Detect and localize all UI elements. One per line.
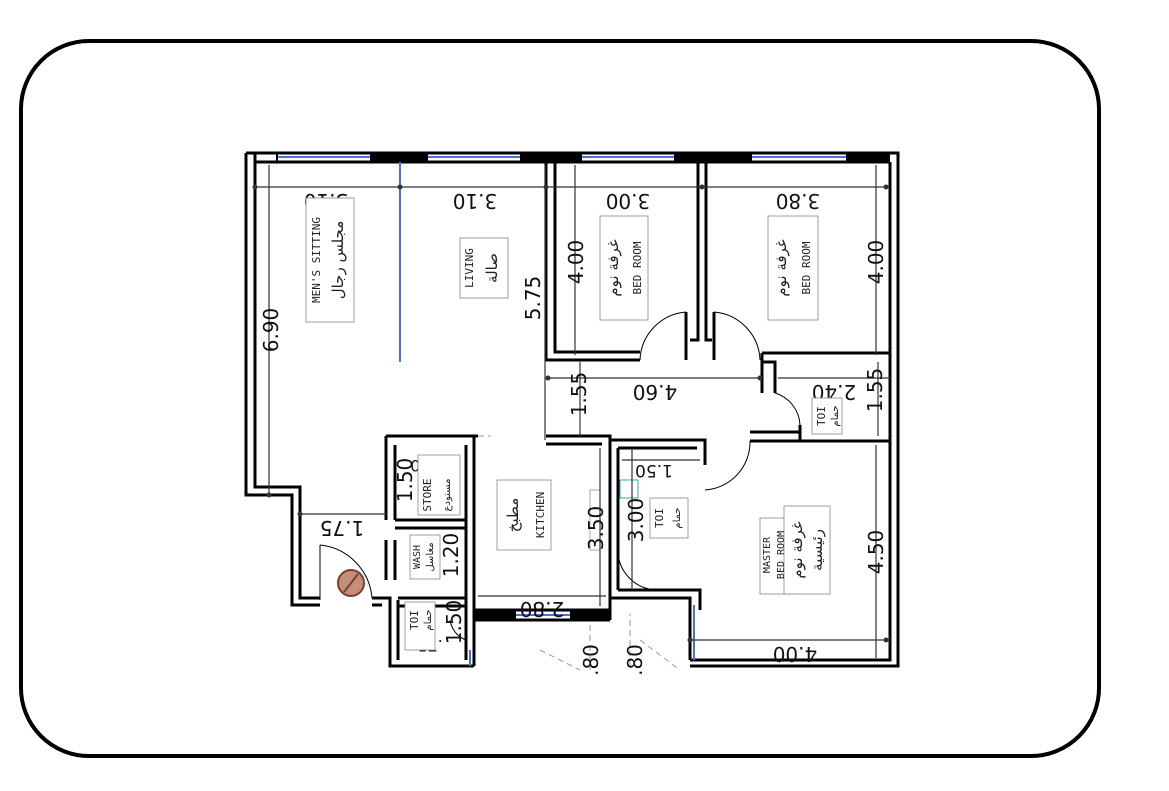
label-bedroom1-ar: غرفة نوم (604, 239, 622, 296)
label-toilet-low-ar: حمام (423, 609, 434, 630)
dim-toi-low-h: 1.50 (442, 600, 466, 645)
walls (244, 151, 900, 668)
dim-bottom-b: .80 (623, 644, 647, 676)
label-toilet-upper-ar: حمام (830, 405, 841, 426)
dim-top-d: 3.80 (776, 189, 821, 213)
label-toilet-mid-en: TOI (653, 508, 666, 528)
dim-corridor-w: 4.60 (633, 380, 678, 404)
dim-kitchen-w: 2.80 (520, 597, 565, 621)
label-toilet-upper-en: TOI (815, 406, 828, 426)
water-heater-slash (343, 573, 359, 593)
dim-store-h: 1.50 (393, 458, 417, 503)
toilet-fixture (619, 479, 639, 499)
dim-left-height: 6.90 (259, 308, 283, 353)
dim-living-height: 5.75 (521, 276, 545, 321)
dim-top-b: 3.10 (453, 189, 498, 213)
dim-kitchen-h: 3.50 (584, 506, 608, 551)
label-wash-ar: مغاسل (425, 542, 436, 571)
label-master-en2: BED ROOM (776, 531, 787, 579)
label-master-en1: MASTER (762, 536, 773, 573)
dim-bed1-height: 4.00 (564, 240, 588, 285)
dim-corridor-h: 1.55 (567, 372, 591, 417)
doors (319, 311, 801, 641)
dim-bed2-height: 4.00 (864, 240, 888, 285)
label-bedroom2-ar: غرفة نوم (772, 239, 790, 296)
label-bedroom2-en: BED ROOM (800, 241, 813, 294)
dimension-labels: 3.10 3.10 3.00 3.80 6.90 5.75 4.00 4.00 … (259, 189, 888, 676)
room-labels: MEN'S SITTING مجلس رجال LIVING صالة غرفة… (305, 197, 843, 651)
label-wash-en: WASH (412, 545, 423, 569)
dim-toi-h: 1.55 (863, 368, 887, 413)
label-master-ar2: رئيسية (808, 529, 826, 571)
label-mens-sitting-ar: مجلس رجال (329, 221, 347, 300)
dim-master-w: 4.00 (773, 642, 818, 666)
label-toilet-low-en: TOI (408, 610, 421, 630)
dimension-lines (252, 165, 890, 658)
dim-master-h: 4.50 (864, 530, 888, 575)
rounded-frame (19, 39, 1101, 758)
dim-toi-mid-h: 3.00 (624, 498, 648, 543)
windows (276, 153, 890, 666)
dim-bottom-a: .80 (579, 644, 603, 676)
label-living-ar: صالة (483, 253, 501, 283)
label-mens-sitting-en: MEN'S SITTING (310, 217, 323, 303)
label-kitchen-en: KITCHEN (534, 492, 547, 538)
label-living-en: LIVING (463, 248, 476, 288)
dim-top-c: 3.00 (606, 189, 651, 213)
label-store-ar: مستودع (442, 479, 453, 512)
label-bedroom1-en: BED ROOM (631, 241, 644, 294)
label-kitchen-ar: مطبخ (504, 498, 522, 533)
dim-left-step: 1.75 (320, 516, 365, 540)
dim-toi-mid-w: 1.50 (635, 460, 673, 480)
dim-wash-h: 1.20 (439, 533, 463, 578)
label-master-ar1: غرفة نوم (788, 521, 806, 578)
label-toilet-mid-ar: حمام (672, 507, 683, 528)
label-store-en: STORE (421, 478, 434, 511)
